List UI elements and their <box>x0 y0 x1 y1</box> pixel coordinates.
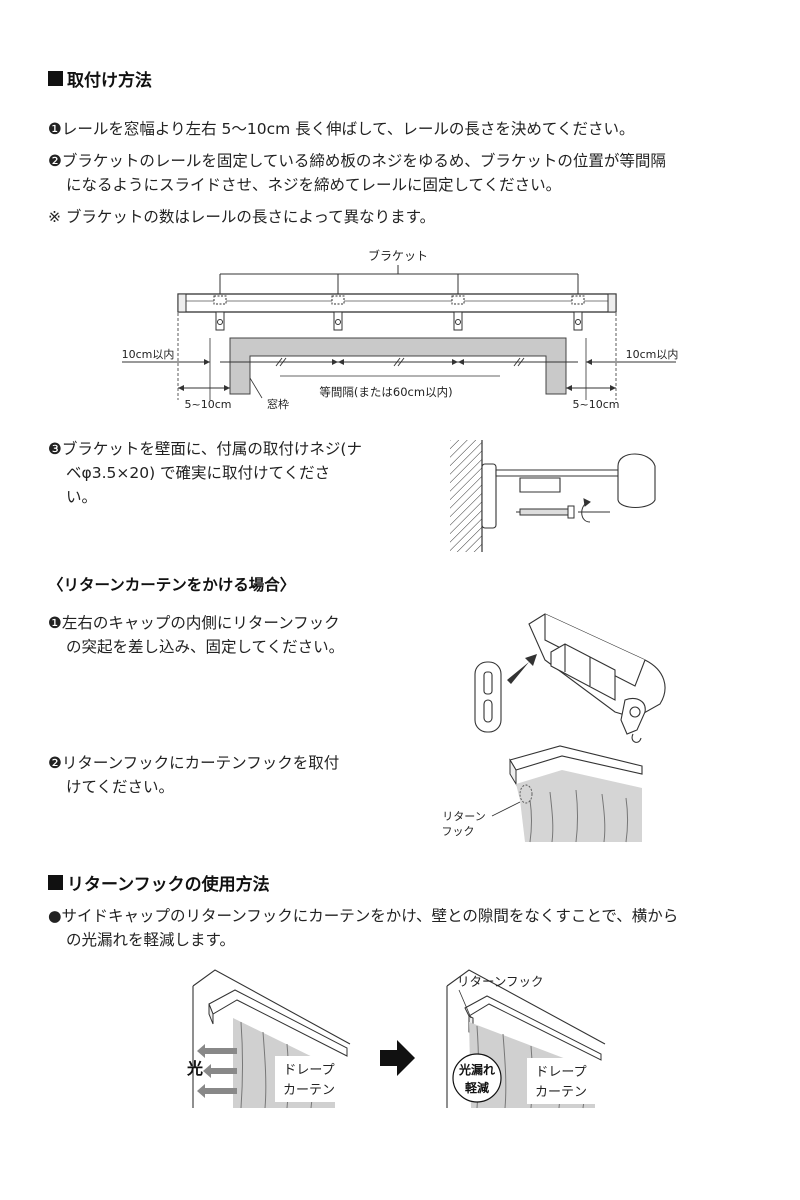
return-hook-part-icon <box>474 661 502 733</box>
left-range-label: 5~10cm <box>185 398 232 411</box>
drape-left-label-line-1: ドレープ <box>283 1063 334 1078</box>
bracket-label: ブラケット <box>368 248 428 263</box>
light-leak-reduction-badge <box>452 1053 502 1103</box>
step-2-line-2: になるようにスライドさせ、ネジを締めてレールに固定してください。 <box>66 176 562 194</box>
section-title: リターンフックの使用方法 <box>67 875 270 895</box>
reduce-label-line-2: 軽減 <box>465 1080 489 1095</box>
left-limit-label: 10cm以内 <box>122 347 175 361</box>
section-heading-return-hook-usage: リターンフックの使用方法 <box>48 870 270 895</box>
return-step-2-text: ❷リターンフックにカーテンフックを取付 けてください。 <box>48 751 408 799</box>
interval-label: 等間隔(または60cm以内) <box>319 385 452 399</box>
bracket-note: ※ ブラケットの数はレールの長さによって異なります。 <box>48 208 436 226</box>
light-label: 光 <box>186 1059 203 1078</box>
frame-label: 窓枠 <box>267 397 289 411</box>
drape-right-label-line-2: カーテン <box>535 1085 587 1100</box>
usage-description-line-2: の光漏れを軽減します。 <box>66 931 235 949</box>
return-step-1-text: ❶左右のキャップの内側にリターンフック の突起を差し込み、固定してください。 <box>48 611 408 659</box>
rail-icon <box>177 293 617 313</box>
return-hook-label-line-2: フック <box>442 825 475 838</box>
window-frame-icon <box>229 337 567 395</box>
step-1-text: ❶レールを窓幅より左右 5～10cm 長く伸ばして、レールの長さを決めてください… <box>48 120 635 138</box>
right-range-label: 5~10cm <box>573 398 620 411</box>
step-3-text: ❸ブラケットを壁面に、付属の取付けネジ(ナ ベφ3.5×20) で確実に取付けて… <box>48 437 408 509</box>
usage-description-line-1: ●サイドキャップのリターンフックにカーテンをかけ、壁との隙間をなくすことで、横か… <box>48 907 679 925</box>
side-cap-icon <box>528 613 666 743</box>
right-arrow-icon <box>380 1040 415 1076</box>
section-title: 取付け方法 <box>67 71 152 91</box>
wall-icon <box>450 440 482 552</box>
return-step-2-line-2: けてください。 <box>66 778 175 796</box>
bracket-wall-mount-diagram <box>450 440 656 552</box>
insert-arrow-icon <box>507 654 537 684</box>
step-2-text: ❷ブラケットのレールを固定している締め板のネジをゆるめ、ブラケットの位置が等間隔… <box>48 149 768 197</box>
right-limit-label: 10cm以内 <box>626 347 679 361</box>
return-hook-curtain-diagram: リターン フック <box>442 745 643 843</box>
light-leak-comparison-diagram: 光 ドレープ カーテン リターンフック 光漏れ 軽減 ドレープ カーテン <box>186 969 606 1109</box>
return-step-1-line-1: ❶左右のキャップの内側にリターンフック <box>48 614 340 632</box>
step-3-line-3: い。 <box>66 488 98 506</box>
return-hook-label: リターンフック <box>457 974 544 989</box>
light-arrows-icon <box>197 1044 237 1098</box>
reduce-label-line-1: 光漏れ <box>458 1062 495 1077</box>
return-step-2-line-1: ❷リターンフックにカーテンフックを取付 <box>48 754 340 772</box>
bracket-icon <box>481 453 656 529</box>
step-2-line-1: ❷ブラケットのレールを固定している締め板のネジをゆるめ、ブラケットの位置が等間隔 <box>48 152 666 170</box>
square-bullet-icon <box>48 875 63 890</box>
return-hook-label-line-1: リターン <box>442 810 485 823</box>
section-heading-installation: 取付け方法 <box>48 66 152 91</box>
step-3-line-2: ベφ3.5×20) で確実に取付けてくださ <box>66 464 331 482</box>
square-bullet-icon <box>48 71 63 86</box>
cap-return-hook-diagram <box>474 613 666 743</box>
return-step-1-line-2: の突起を差し込み、固定してください。 <box>66 638 345 656</box>
step-3-line-1: ❸ブラケットを壁面に、付属の取付けネジ(ナ <box>48 440 362 458</box>
rail-layout-diagram: ブラケット 10cm以内 10cm以内 5~10cm 5~10cm <box>122 248 679 411</box>
bracket-icons <box>213 295 585 331</box>
drape-right-label-line-1: ドレープ <box>535 1065 586 1080</box>
return-curtain-heading: 〈リターンカーテンをかける場合〉 <box>48 576 296 594</box>
screw-icon <box>516 498 610 523</box>
drape-left-label-line-2: カーテン <box>283 1083 335 1098</box>
usage-description: ●サイドキャップのリターンフックにカーテンをかけ、壁との隙間をなくすことで、横か… <box>48 904 778 952</box>
rail-with-curtain-icon <box>509 745 643 843</box>
